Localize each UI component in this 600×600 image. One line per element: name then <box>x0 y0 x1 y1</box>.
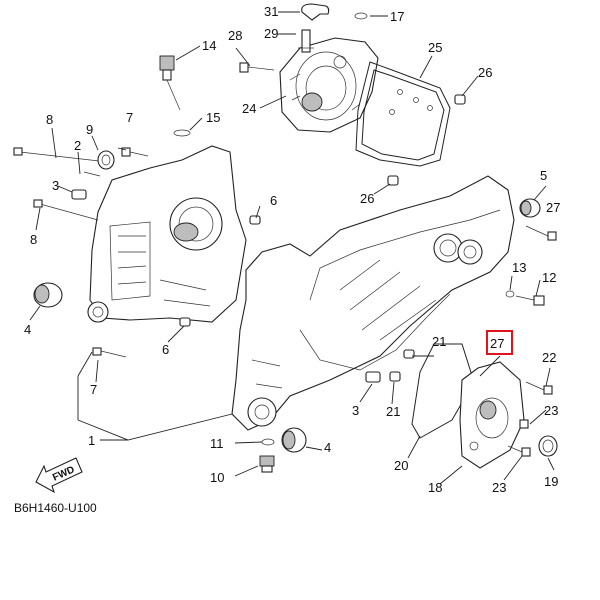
bolt-23-bottom <box>507 445 531 457</box>
callout-19: 19 <box>544 474 558 489</box>
stud-bolt-8-top <box>13 147 109 163</box>
dowel-21-top <box>403 349 415 359</box>
callout-7-top: 7 <box>126 110 133 125</box>
callout-5: 5 <box>540 168 547 183</box>
water-pump-gasket <box>355 61 451 167</box>
callout-8-top: 8 <box>46 112 53 127</box>
callout-31: 31 <box>264 4 278 19</box>
callout-23-right: 23 <box>544 403 558 418</box>
bolt-28 <box>239 62 275 73</box>
callout-14: 14 <box>202 38 216 53</box>
diagram-code: B6H1460-U100 <box>14 501 97 515</box>
callout-3-right: 3 <box>352 403 359 418</box>
callout-8-bottom: 8 <box>30 232 37 247</box>
bolt-7-bottom <box>92 347 127 358</box>
callout-labels: 31 29 17 28 14 25 26 24 15 26 8 9 7 2 3 … <box>14 4 560 515</box>
bolt-23-right <box>519 419 529 429</box>
bolt-22 <box>525 381 553 395</box>
dowel-21-right <box>389 371 401 382</box>
callout-13: 13 <box>512 260 526 275</box>
dowel-26-bottom <box>387 175 399 186</box>
callout-27-highlighted: 27 <box>490 336 504 351</box>
callout-20: 20 <box>394 458 408 473</box>
oil-seal-19 <box>538 435 558 457</box>
crankcase-left <box>87 145 247 323</box>
callout-21-top: 21 <box>432 334 446 349</box>
callout-29: 29 <box>264 26 278 41</box>
water-pump-housing <box>279 29 379 133</box>
drain-bolt-10 <box>259 455 275 473</box>
dowel-6-left <box>249 215 261 225</box>
bolt-12 <box>515 295 545 306</box>
bolt-7-top <box>121 147 149 157</box>
highlight-box <box>486 330 513 355</box>
bearing-4-right <box>281 427 307 453</box>
callout-11: 11 <box>210 436 224 451</box>
callout-25: 25 <box>428 40 442 55</box>
leader-lines <box>29 11 555 485</box>
dowel-3-right <box>365 371 381 383</box>
crankcase-right <box>231 175 515 431</box>
hose-pipe <box>301 3 330 21</box>
washer-11 <box>261 438 275 446</box>
callout-23-bottom: 23 <box>492 480 506 495</box>
gasket-20 <box>411 343 475 439</box>
callout-10: 10 <box>210 470 224 485</box>
callout-12: 12 <box>542 270 556 285</box>
callout-15: 15 <box>206 110 220 125</box>
callout-18: 18 <box>428 480 442 495</box>
bolt-27-top <box>525 225 557 241</box>
callout-6-left: 6 <box>270 193 277 208</box>
crankcase-cover-18 <box>459 361 525 469</box>
callout-3-left: 3 <box>52 178 59 193</box>
callout-1: 1 <box>88 433 95 448</box>
callout-24: 24 <box>242 101 256 116</box>
fwd-arrow-icon: FWD <box>35 457 83 494</box>
o-ring-15 <box>173 129 191 137</box>
callout-9: 9 <box>86 122 93 137</box>
dowel-3-left <box>71 189 87 200</box>
oil-level-gauge <box>159 55 181 111</box>
callout-26-top: 26 <box>478 65 492 80</box>
callout-6-bottom: 6 <box>162 342 169 357</box>
callout-17: 17 <box>390 9 404 24</box>
dowel-6-bottom <box>179 317 191 327</box>
stud-bolt-8-bottom <box>33 199 99 221</box>
callout-22: 22 <box>542 350 556 365</box>
dowel-2 <box>83 171 101 177</box>
bearing-4-left <box>33 282 63 308</box>
callout-26-bottom: 26 <box>360 191 374 206</box>
callout-4-right: 4 <box>324 440 331 455</box>
bearing-5 <box>519 198 541 218</box>
callout-28: 28 <box>228 28 242 43</box>
callout-7-bottom: 7 <box>90 382 97 397</box>
callout-21-bottom: 21 <box>386 404 400 419</box>
o-ring-17 <box>354 12 368 20</box>
callout-27-top: 27 <box>546 200 560 215</box>
dowel-26-top <box>454 94 466 105</box>
oil-seal-9 <box>97 150 115 170</box>
callout-4-left: 4 <box>24 322 31 337</box>
callout-2: 2 <box>74 138 81 153</box>
washer-13 <box>505 290 515 298</box>
